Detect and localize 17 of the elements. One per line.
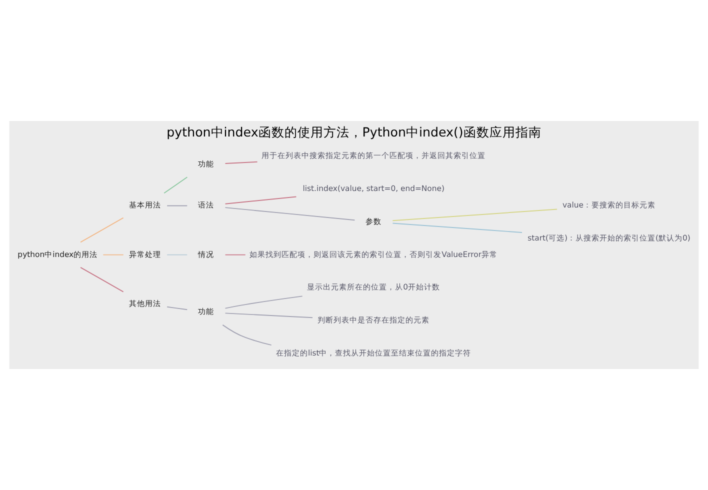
connector [224,254,246,256]
connector [224,207,356,221]
connector [222,324,272,346]
connector [224,161,258,164]
connector [166,306,188,310]
connector [224,312,314,318]
connector [164,176,188,194]
connector [80,217,124,243]
connector [166,205,188,206]
connector [102,254,124,256]
connector [166,254,188,256]
diagram-title: python中index函数的使用方法，Python中index()函数应用指南 [166,124,542,140]
connector [392,222,522,233]
connector [224,296,303,309]
connector [224,196,297,204]
connector [80,266,124,292]
connector [392,208,558,222]
